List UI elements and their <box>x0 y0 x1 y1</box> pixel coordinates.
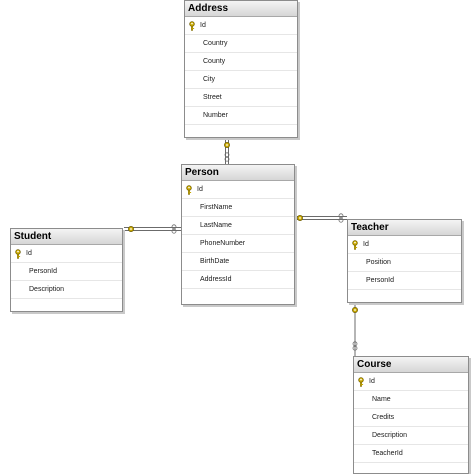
column-row[interactable]: TeacherId <box>354 445 468 463</box>
table-title: Course <box>354 357 468 373</box>
column-name: LastName <box>200 222 232 229</box>
column-name: BirthDate <box>200 258 230 265</box>
key-connector-icon <box>352 307 358 313</box>
key-connector-icon <box>297 215 303 221</box>
column-row[interactable]: Id <box>348 236 461 254</box>
column-row[interactable]: Position <box>348 254 461 272</box>
many-connector-icon <box>171 224 177 234</box>
column-name: Street <box>203 94 222 101</box>
many-connector-icon <box>224 152 230 162</box>
key-connector-icon <box>128 226 134 232</box>
key-icon <box>358 377 364 387</box>
key-connector-icon <box>224 142 230 148</box>
column-row[interactable]: LastName <box>182 217 294 235</box>
column-row[interactable]: Name <box>354 391 468 409</box>
column-row[interactable]: Id <box>11 245 122 263</box>
column-row[interactable]: Country <box>185 35 297 53</box>
column-row[interactable]: Description <box>354 427 468 445</box>
column-name: Description <box>29 286 65 293</box>
column-name: Country <box>203 40 228 47</box>
column-name: Id <box>197 186 203 193</box>
column-name: Name <box>372 396 391 403</box>
table-title: Student <box>11 229 122 245</box>
column-name: Description <box>372 432 408 439</box>
column-row[interactable]: Street <box>185 89 297 107</box>
column-row[interactable]: FirstName <box>182 199 294 217</box>
column-row[interactable]: AddressId <box>182 271 294 289</box>
column-name: Id <box>369 378 375 385</box>
column-name: City <box>203 76 216 83</box>
key-icon <box>189 21 195 31</box>
column-name: PersonId <box>366 277 395 284</box>
column-row[interactable]: PersonId <box>348 272 461 290</box>
column-name: Id <box>200 22 206 29</box>
key-icon <box>352 240 358 250</box>
table-title: Teacher <box>348 220 461 236</box>
column-name: Credits <box>372 414 395 421</box>
column-name: Position <box>366 259 391 266</box>
column-name: Id <box>363 241 369 248</box>
key-icon <box>15 249 21 259</box>
column-name: Number <box>203 112 228 119</box>
column-row[interactable]: Id <box>354 373 468 391</box>
table-title: Address <box>185 1 297 17</box>
column-row[interactable]: BirthDate <box>182 253 294 271</box>
many-connector-icon <box>338 213 344 223</box>
column-row[interactable]: County <box>185 53 297 71</box>
table-title: Person <box>182 165 294 181</box>
column-row[interactable]: Id <box>185 17 297 35</box>
column-row[interactable]: Credits <box>354 409 468 427</box>
many-connector-icon <box>352 341 358 351</box>
column-row[interactable]: PersonId <box>11 263 122 281</box>
column-name: Id <box>26 250 32 257</box>
column-row[interactable]: Description <box>11 281 122 299</box>
column-row[interactable]: Number <box>185 107 297 125</box>
key-icon <box>186 185 192 195</box>
column-name: AddressId <box>200 276 232 283</box>
column-name: PersonId <box>29 268 58 275</box>
column-row[interactable]: PhoneNumber <box>182 235 294 253</box>
relationship-teacher-person[interactable] <box>295 216 347 220</box>
column-row[interactable]: City <box>185 71 297 89</box>
column-name: TeacherId <box>372 450 403 457</box>
column-row[interactable]: Id <box>182 181 294 199</box>
column-name: County <box>203 58 226 65</box>
column-name: PhoneNumber <box>200 240 246 247</box>
column-name: FirstName <box>200 204 233 211</box>
